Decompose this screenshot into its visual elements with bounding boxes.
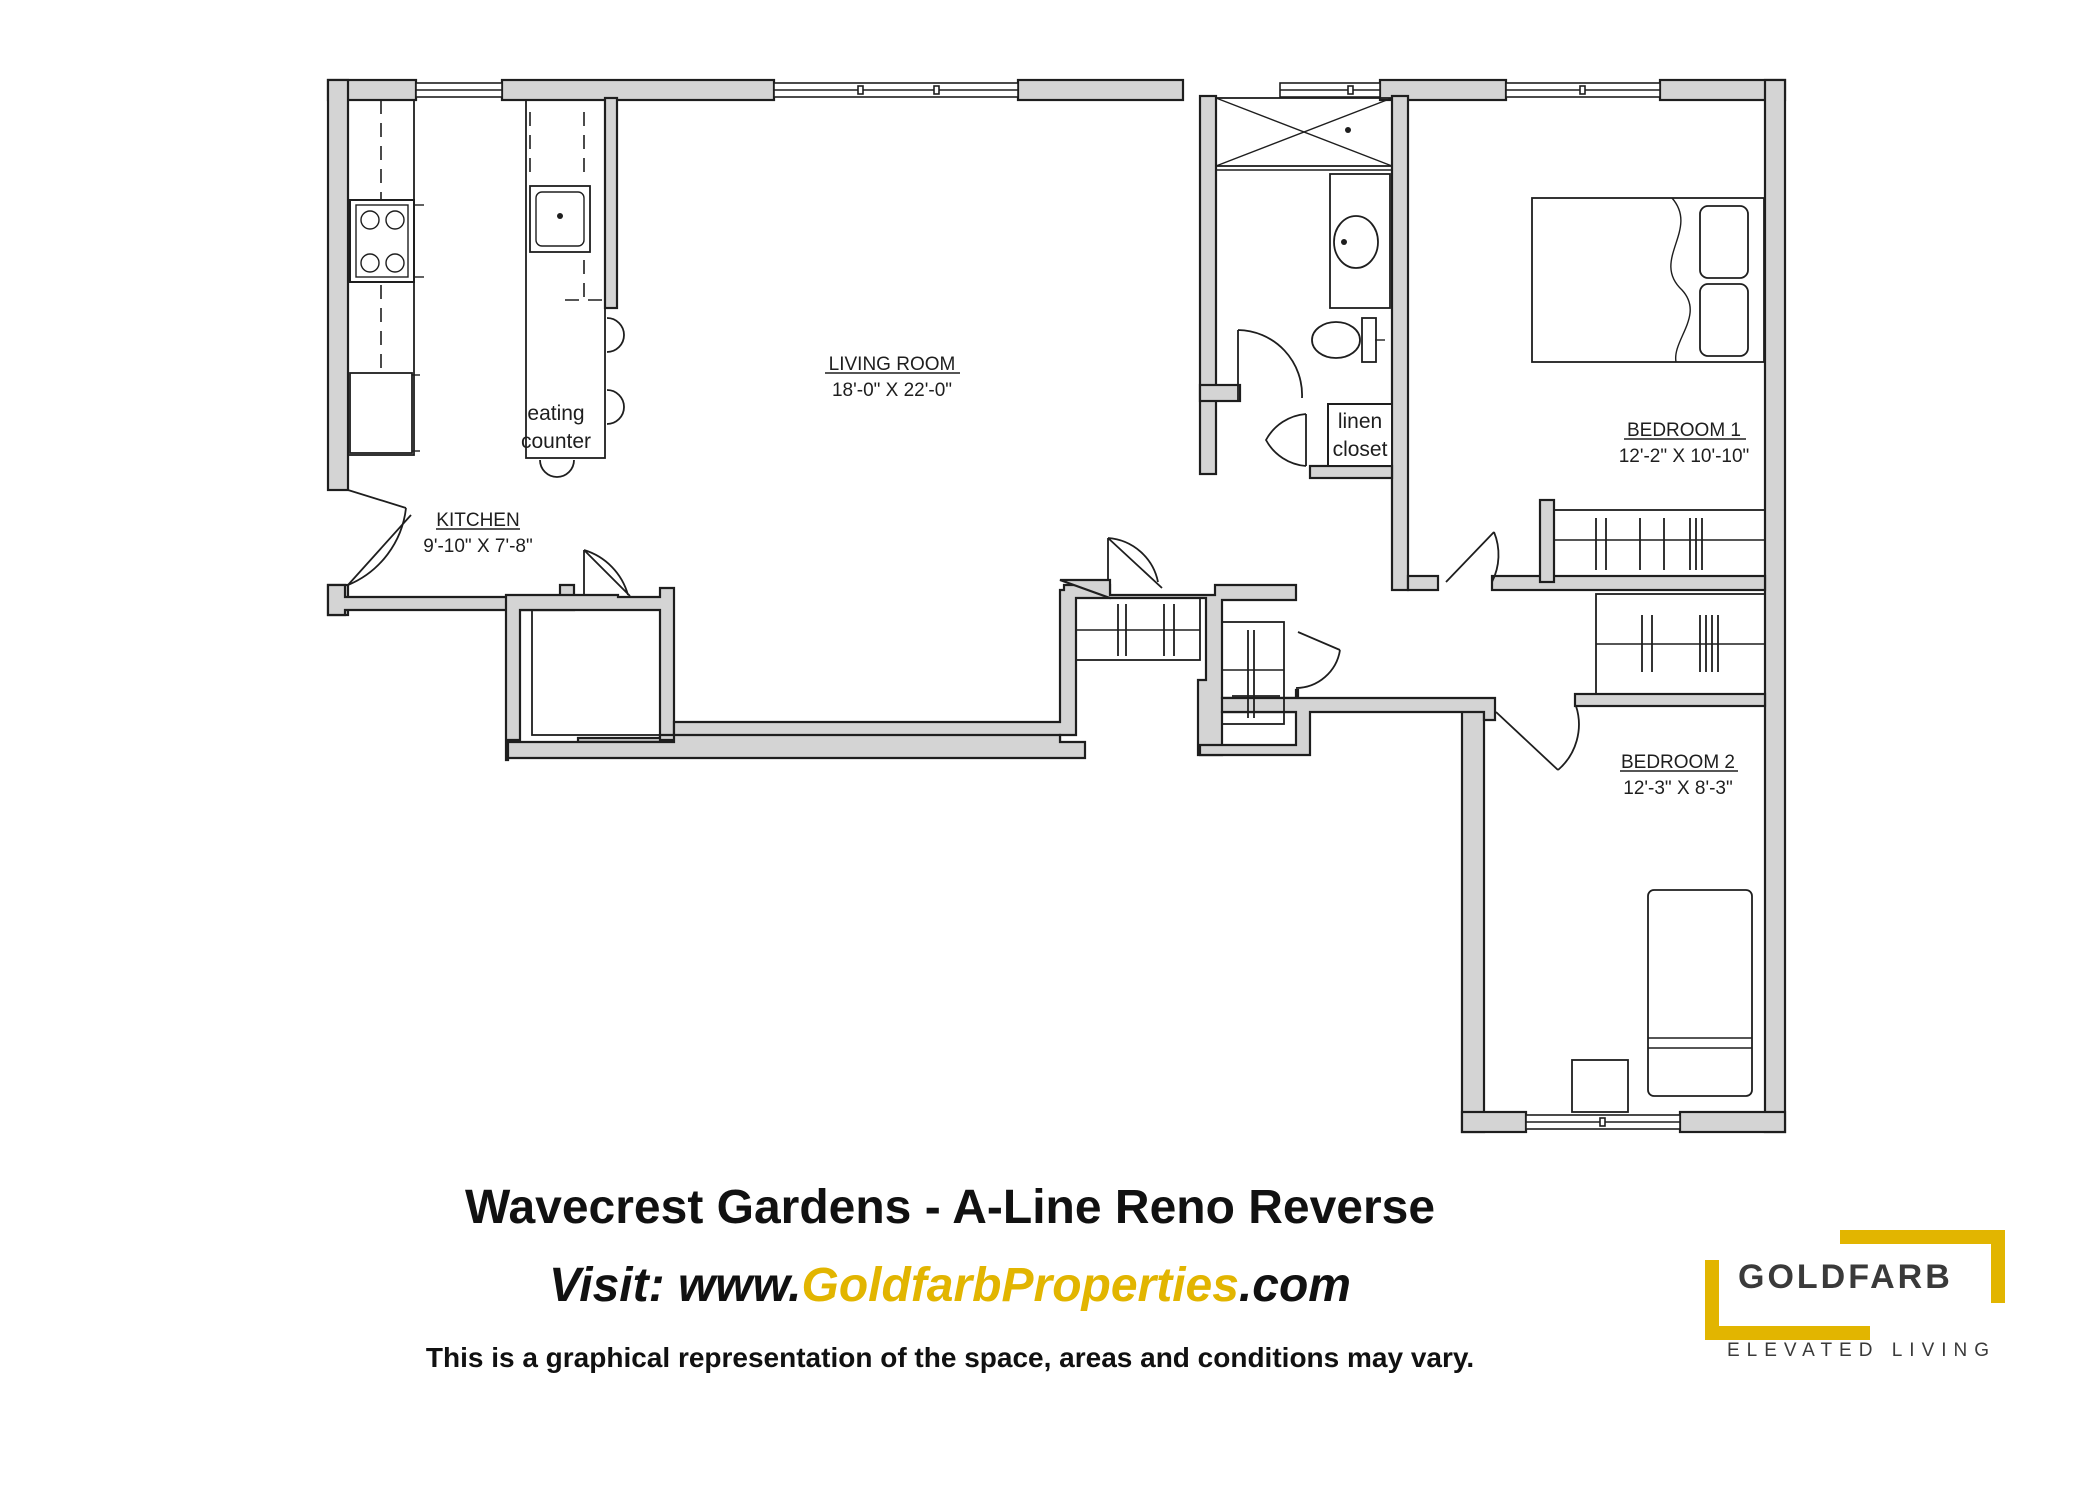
wall-bed1-bottom-right xyxy=(1490,574,1767,592)
linen-closet-label-line2: closet xyxy=(1333,438,1388,461)
kitchen-name: KITCHEN xyxy=(436,510,519,531)
shower xyxy=(1215,97,1393,167)
bed-2 xyxy=(1647,889,1753,1097)
closets xyxy=(531,509,1766,736)
website-line: Visit: www.GoldfarbProperties.com xyxy=(0,1258,1900,1313)
logo-tagline: ELEVATED LIVING xyxy=(1727,1340,1997,1361)
eating-counter xyxy=(525,99,606,459)
wall-closet-bottom xyxy=(1308,464,1394,480)
windows xyxy=(415,82,1681,1130)
door-living-closet xyxy=(1107,537,1163,589)
wall-bed2-top xyxy=(1573,692,1767,708)
bath-sink xyxy=(1333,215,1379,269)
wall-bath-left xyxy=(1198,94,1218,476)
bedroom-1-size: 12'-2" X 10'-10" xyxy=(1619,446,1750,467)
wall-top-kitchen xyxy=(500,78,776,102)
stool-1 xyxy=(606,317,625,353)
wall-bed1-bottom-left xyxy=(1406,574,1440,592)
wall-left-outer xyxy=(326,78,350,492)
wall-right-outer xyxy=(1763,78,1787,1134)
closet-bed1 xyxy=(1553,509,1766,577)
website-prefix: Visit: www. xyxy=(549,1259,802,1312)
stool-2 xyxy=(606,389,625,425)
plan-title: Wavecrest Gardens - A-Line Reno Reverse xyxy=(464,1181,1436,1234)
wall-bed2-bottom-left xyxy=(1460,1110,1528,1134)
fridge xyxy=(349,372,413,454)
logo-bracket-top xyxy=(1840,1230,2005,1303)
living-room-size: 18'-0" X 22'-0" xyxy=(832,380,952,401)
logo-wordmark: GOLDFARB xyxy=(1738,1258,1953,1296)
wall-bath-stub xyxy=(1198,383,1242,403)
bedroom-1-name: BEDROOM 1 xyxy=(1627,420,1741,441)
kitchen-sink xyxy=(529,185,591,253)
wall-bath-right xyxy=(1390,94,1410,592)
eating-counter-label-line1: eating xyxy=(527,402,584,425)
bathroom-fixtures xyxy=(1215,97,1393,363)
living-room-name: LIVING ROOM xyxy=(829,354,956,375)
eating-counter-label-line2: counter xyxy=(521,430,591,453)
goldfarb-logo xyxy=(1705,1230,2005,1340)
disclaimer-text: This is a graphical representation of th… xyxy=(425,1342,1475,1373)
toilet-bowl xyxy=(1311,321,1361,359)
door-kitchen-closet xyxy=(583,549,631,597)
wall-top-living xyxy=(1016,78,1185,102)
bedroom-2-size: 12'-3" X 8'-3" xyxy=(1623,778,1732,799)
door-bath xyxy=(1237,329,1303,400)
closet-living xyxy=(1075,597,1201,661)
closet-small xyxy=(1221,621,1285,725)
nightstand xyxy=(1571,1059,1629,1113)
toilet-tank xyxy=(1361,317,1377,363)
room-labels: LIVING ROOM 18'-0" X 22'-0" KITCHEN 9'-1… xyxy=(423,354,1749,799)
pillow-2 xyxy=(1699,283,1749,357)
door-bed2 xyxy=(1495,705,1580,771)
wall-kitchen-partition xyxy=(603,96,619,310)
bath-vanity xyxy=(1329,173,1391,309)
door-linen xyxy=(1264,413,1307,467)
doors xyxy=(347,329,1580,771)
door-bed1 xyxy=(1445,531,1500,583)
bed-1 xyxy=(1531,197,1765,363)
beds xyxy=(1531,197,1765,1113)
wall-living-bottom xyxy=(658,583,1112,742)
wall-bed2-bottom-right xyxy=(1678,1110,1787,1134)
linen-closet-label-line1: linen xyxy=(1338,410,1382,433)
wall-closet-pocket xyxy=(1059,578,1298,757)
bedroom-2-name: BEDROOM 2 xyxy=(1621,752,1735,773)
kitchen-fixtures xyxy=(347,99,625,478)
wall-bed2-left xyxy=(1460,704,1486,1134)
door-small-closet xyxy=(1295,631,1341,689)
wall-lower-left xyxy=(506,733,1087,760)
walls xyxy=(326,78,1787,1134)
wall-bed1-closet-left xyxy=(1538,498,1556,584)
website-suffix: .com xyxy=(1238,1259,1351,1312)
pillow-1 xyxy=(1699,205,1749,279)
website-brand-link[interactable]: GoldfarbProperties xyxy=(801,1259,1239,1312)
logo-bracket-bottom xyxy=(1705,1260,1870,1340)
kitchen-size: 9'-10" X 7'-8" xyxy=(423,536,532,557)
linen-closet xyxy=(1327,403,1393,467)
stool-3 xyxy=(539,459,575,478)
kitchen-closet-box xyxy=(531,609,661,736)
door-entry xyxy=(347,489,407,586)
wall-corridor-bottom xyxy=(1198,688,1497,757)
stove xyxy=(349,199,415,283)
